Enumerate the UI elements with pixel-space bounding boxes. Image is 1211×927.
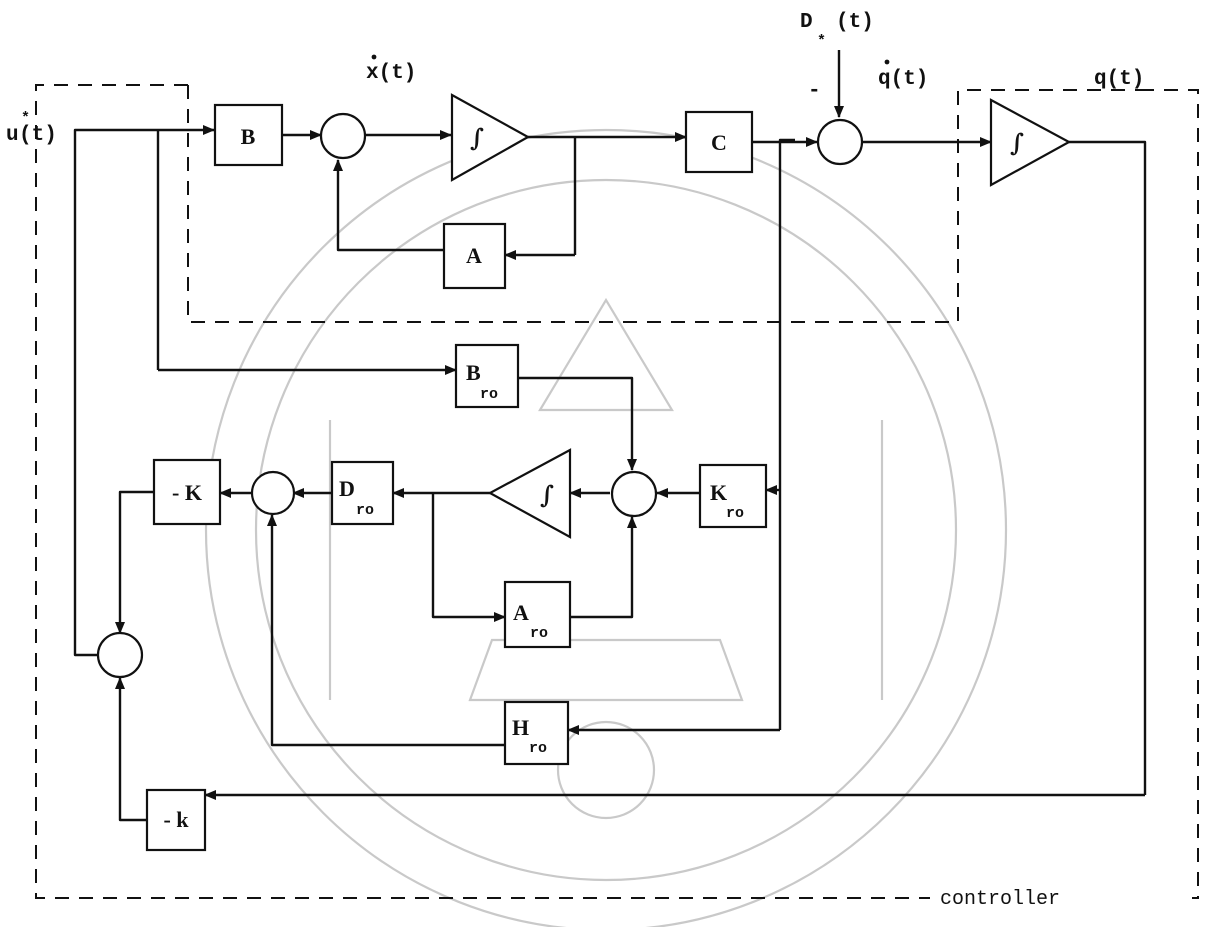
label-q-dot: q(t) — [878, 60, 928, 91]
signal-d-arg: (t) — [836, 11, 874, 34]
integrator-output-symbol: ∫ — [1010, 128, 1024, 157]
signal-u: u — [6, 124, 19, 147]
integrator-plant-symbol: ∫ — [470, 123, 484, 152]
q-dot-mark — [885, 60, 890, 65]
summing-junction-observer — [612, 472, 656, 516]
block-a: A — [444, 224, 505, 288]
minus-sign: - — [808, 80, 821, 103]
label-u-t: u * (t) — [6, 110, 57, 147]
watermark-seal — [206, 130, 1006, 927]
block-d-ro-subscript: ro — [356, 502, 374, 519]
block-b-label: B — [241, 124, 256, 149]
block-a-ro: A ro — [505, 582, 570, 647]
signal-d-subscript: * — [817, 33, 826, 50]
block-a-label: A — [466, 243, 482, 268]
x-dot-mark — [372, 55, 377, 60]
block-b-ro-subscript: ro — [480, 386, 498, 403]
label-x-dot: x(t) — [366, 55, 416, 85]
signal-q: q(t) — [1094, 68, 1144, 91]
block-neg-k-gain-label: - K — [172, 480, 202, 505]
block-d-ro-label: D — [339, 476, 355, 501]
block-a-ro-subscript: ro — [530, 625, 548, 642]
block-h-ro-subscript: ro — [529, 740, 547, 757]
signal-d: D — [800, 11, 813, 34]
block-k-ro-label: K — [710, 480, 727, 505]
signal-u-arg: (t) — [19, 124, 57, 147]
block-neg-k-gain: - K — [154, 460, 220, 524]
summing-junction-output — [818, 120, 862, 164]
block-b: B — [215, 105, 282, 165]
block-a-ro-label: A — [513, 600, 529, 625]
block-k-ro-subscript: ro — [726, 505, 744, 522]
block-c: C — [686, 112, 752, 172]
block-neg-k-state: - k — [147, 790, 205, 850]
integrator-plant: ∫ — [452, 95, 528, 180]
summing-junction-feedback — [252, 472, 294, 514]
summing-junction-plant — [321, 114, 365, 158]
integrator-observer-symbol: ∫ — [540, 480, 554, 509]
block-neg-k-state-label: - k — [163, 807, 189, 832]
block-h-ro-label: H — [512, 715, 529, 740]
block-h-ro: H ro — [505, 702, 568, 764]
label-d-t: D * (t) — [800, 11, 874, 50]
integrator-observer: ∫ — [490, 450, 570, 537]
block-k-ro: K ro — [700, 465, 766, 527]
block-b-ro-label: B — [466, 360, 481, 385]
summing-junction-input — [98, 633, 142, 677]
controller-label: controller — [930, 884, 1150, 912]
signal-q-dot: q(t) — [878, 68, 928, 91]
block-b-ro: B ro — [456, 345, 518, 407]
integrator-output: ∫ — [991, 100, 1069, 185]
signal-x-dot: x(t) — [366, 62, 416, 85]
controller-text: controller — [940, 888, 1060, 911]
block-c-label: C — [711, 130, 727, 155]
block-d-ro: D ro — [332, 462, 393, 524]
